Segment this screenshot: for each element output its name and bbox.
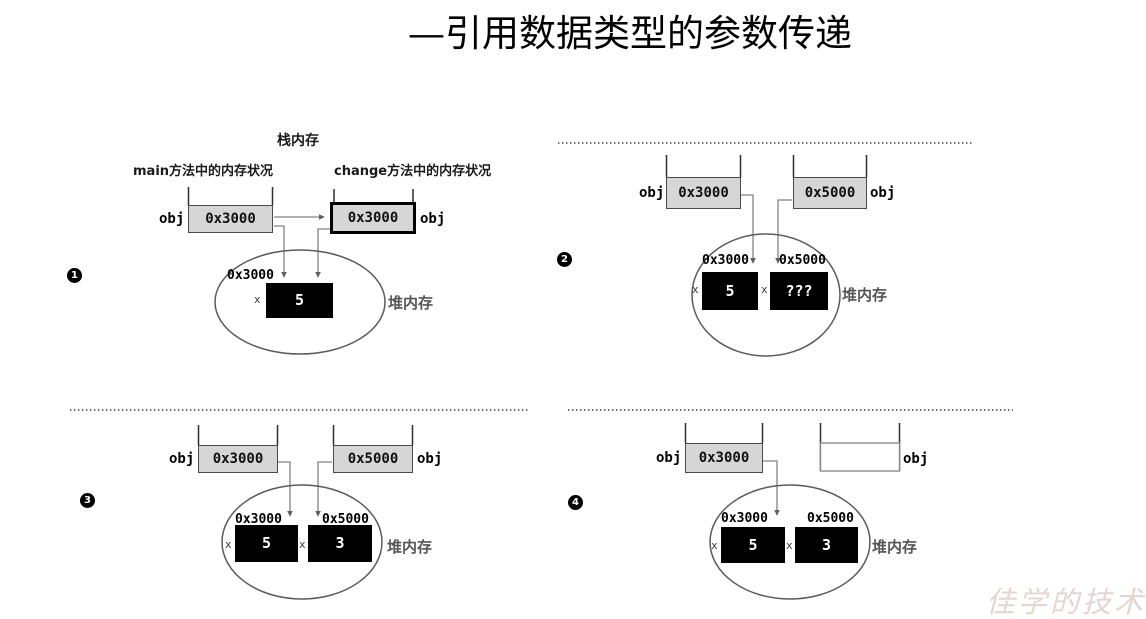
watermark-text: 佳学的技术 (986, 585, 1146, 619)
p3-x-label-2: x (299, 538, 306, 551)
p4-heap-address-2: 0x5000 (807, 511, 854, 526)
p4-obj-right-label: obj (903, 451, 929, 467)
p2-obj-right-label: obj (870, 185, 896, 201)
p2-heap-box-1: 5 (702, 272, 758, 310)
p3-heap-box-1: 5 (235, 525, 298, 562)
p3-obj-right-label: obj (417, 451, 443, 467)
p1-stack-box-main: 0x3000 (188, 205, 273, 233)
p2-step-badge: 2 (557, 252, 572, 267)
p3-obj-left-label: obj (169, 451, 195, 467)
p3-step-badge: 3 (80, 493, 95, 508)
p3-x-label-1: x (225, 538, 232, 551)
p2-obj-left-label: obj (639, 185, 665, 201)
p4-obj-left-label: obj (656, 450, 682, 466)
p3-heap-memory-label: 堆内存 (387, 538, 433, 556)
panel3-lines (197, 425, 414, 600)
p2-stack-box-left: 0x3000 (666, 177, 741, 209)
p1-obj-right-label: obj (420, 211, 446, 227)
p1-heap-box: 5 (266, 283, 333, 318)
p4-stack-box-left: 0x3000 (685, 443, 763, 473)
p1-heap-address: 0x3000 (227, 268, 274, 283)
p4-x-label-2: x (786, 539, 793, 552)
p1-stack-box-change: 0x3000 (330, 202, 416, 234)
p3-heap-box-2: 3 (308, 525, 372, 562)
p3-heap-address-2: 0x5000 (322, 512, 369, 527)
page-title: —引用数据类型的参数传递 (408, 12, 852, 55)
p3-heap-address-1: 0x3000 (235, 512, 282, 527)
p2-heap-memory-label: 堆内存 (842, 286, 888, 304)
p2-x-label-2: x (761, 283, 768, 296)
p4-step-badge: 4 (568, 495, 583, 510)
p2-heap-box-2: ??? (770, 272, 828, 310)
p4-heap-memory-label: 堆内存 (872, 538, 918, 556)
p3-stack-box-left: 0x3000 (198, 445, 278, 473)
p4-heap-address-1: 0x3000 (721, 511, 768, 526)
panel4-lines (684, 423, 901, 600)
p1-heap-memory-label: 堆内存 (388, 294, 434, 312)
panel2-lines (665, 155, 868, 357)
p4-heap-box-1: 5 (721, 527, 785, 563)
p1-step-badge: 1 (67, 268, 82, 283)
p4-x-label-1: x (711, 539, 718, 552)
p1-x-label: x (254, 293, 261, 306)
p2-x-label-1: x (692, 283, 699, 296)
dotted-separators (70, 142, 1013, 411)
panel1-lines (187, 187, 414, 355)
stack-memory-label: 栈内存 (277, 133, 319, 149)
change-method-status-label: change方法中的内存状况 (334, 164, 492, 179)
p2-stack-box-right: 0x5000 (793, 177, 867, 209)
p3-stack-box-right: 0x5000 (333, 445, 413, 473)
p2-heap-address-2: 0x5000 (779, 253, 826, 268)
p2-heap-address-1: 0x3000 (702, 253, 749, 268)
p4-heap-box-2: 3 (795, 527, 858, 563)
main-method-status-label: main方法中的内存状况 (133, 164, 274, 179)
p1-obj-left-label: obj (159, 211, 185, 227)
